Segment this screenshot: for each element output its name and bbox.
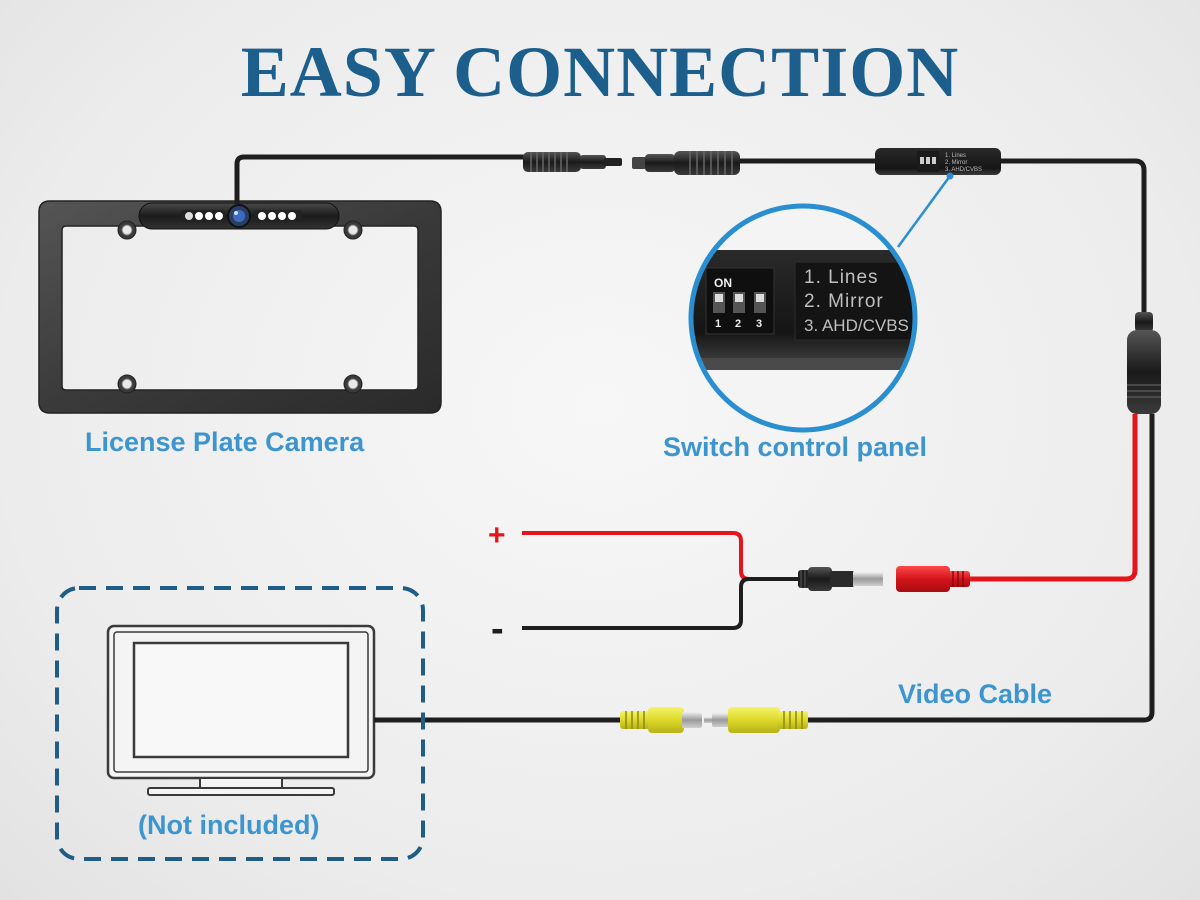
cable-splitter — [1127, 312, 1161, 414]
mounting-hole — [117, 374, 137, 394]
not-included-label: (Not included) — [138, 810, 320, 840]
extension-cable — [740, 158, 1147, 320]
dc-female-connector — [896, 566, 970, 592]
mounting-hole — [343, 220, 363, 240]
positive-symbol: + — [488, 519, 506, 552]
svg-text:1. Lines: 1. Lines — [945, 153, 966, 159]
switch-box-small: 1. Lines 2. Mirror 3. AHD/CVBS — [875, 148, 1001, 175]
switch-option: 2. Mirror — [804, 291, 884, 312]
video-cable-label: Video Cable — [898, 679, 1053, 709]
negative-symbol: - — [491, 608, 504, 650]
negative-lead — [522, 577, 800, 630]
not-included-box — [55, 586, 425, 861]
dc-male-connector — [798, 567, 883, 591]
dip-switch — [754, 292, 766, 313]
video-cable — [808, 414, 1155, 723]
license-plate-frame — [38, 200, 442, 414]
page-title: EASY CONNECTION — [240, 32, 960, 112]
positive-lead — [522, 531, 800, 581]
monitor-icon — [106, 624, 376, 796]
camera-cable — [234, 154, 530, 204]
dip-on-label: ON — [714, 276, 732, 290]
mounting-hole — [343, 374, 363, 394]
camera-label: License Plate Camera — [85, 427, 365, 457]
extension-cable-connector — [632, 151, 740, 175]
camera-unit — [138, 202, 340, 230]
dip-number: 3 — [756, 318, 762, 330]
mounting-hole — [117, 220, 137, 240]
dip-switch — [713, 292, 725, 313]
camera-cable-connector — [523, 152, 622, 172]
dip-number: 1 — [715, 318, 721, 330]
switch-option: 1. Lines — [804, 267, 879, 288]
rca-male-connector — [704, 707, 808, 733]
dip-switch — [733, 292, 745, 313]
svg-text:2. Mirror: 2. Mirror — [945, 160, 967, 166]
svg-text:3. AHD/CVBS: 3. AHD/CVBS — [945, 167, 982, 173]
callout-line — [896, 175, 952, 248]
rca-female-connector — [620, 707, 702, 733]
power-cable — [968, 414, 1138, 582]
dip-number: 2 — [735, 318, 741, 330]
switch-panel-label: Switch control panel — [663, 432, 928, 462]
switch-panel-zoom: ON 1 2 3 1. Lines 2. Mirror 3. AHD/CVBS — [688, 203, 918, 433]
switch-option: 3. AHD/CVBS — [804, 316, 909, 335]
